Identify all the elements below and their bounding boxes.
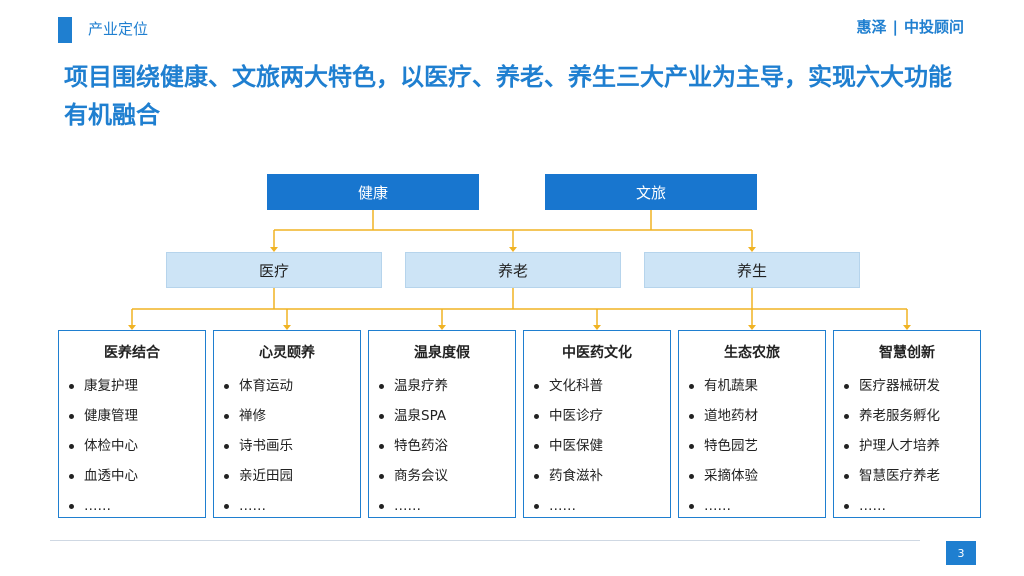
footer-divider xyxy=(50,540,920,541)
list-item: 禅修 xyxy=(224,401,360,431)
arrow-card-6 xyxy=(903,325,911,330)
page-number: 3 xyxy=(946,541,976,565)
mid-node-elderly-care: 养老 xyxy=(405,252,621,288)
card-list: 文化科普 中医诊疗 中医保健 药食滋补 …… xyxy=(524,371,670,521)
list-item: …… xyxy=(689,491,825,521)
card-list: 温泉疗养 温泉SPA 特色药浴 商务会议 …… xyxy=(369,371,515,521)
function-card-eco-agritourism: 生态农旅 有机蔬果 道地药材 特色园艺 采摘体验 …… xyxy=(678,330,826,518)
list-item: 诗书画乐 xyxy=(224,431,360,461)
list-item: 道地药材 xyxy=(689,401,825,431)
section-label: 产业定位 xyxy=(88,20,149,38)
list-item: …… xyxy=(534,491,670,521)
mid-node-wellness: 养生 xyxy=(644,252,860,288)
list-item: 中医保健 xyxy=(534,431,670,461)
card-title: 智慧创新 xyxy=(879,345,935,361)
list-item: 药食滋补 xyxy=(534,461,670,491)
list-item: 养老服务孵化 xyxy=(844,401,980,431)
list-item: …… xyxy=(844,491,980,521)
list-item: 有机蔬果 xyxy=(689,371,825,401)
card-list: 有机蔬果 道地药材 特色园艺 采摘体验 …… xyxy=(679,371,825,521)
card-title: 生态农旅 xyxy=(724,345,780,361)
list-item: 体检中心 xyxy=(69,431,205,461)
top-node-health: 健康 xyxy=(267,174,479,210)
top-node-culture-tourism: 文旅 xyxy=(545,174,757,210)
list-item: 温泉疗养 xyxy=(379,371,515,401)
list-item: 特色园艺 xyxy=(689,431,825,461)
card-list: 康复护理 健康管理 体检中心 血透中心 …… xyxy=(59,371,205,521)
list-item: 商务会议 xyxy=(379,461,515,491)
mid-node-medical: 医疗 xyxy=(166,252,382,288)
page-title: 项目围绕健康、文旅两大特色，以医疗、养老、养生三大产业为主导，实现六大功能有机融… xyxy=(64,63,952,129)
brand-left: 惠泽 xyxy=(856,18,887,36)
list-item: 智慧医疗养老 xyxy=(844,461,980,491)
list-item: …… xyxy=(224,491,360,521)
arrow-card-5 xyxy=(748,325,756,330)
function-card-medical-care: 医养结合 康复护理 健康管理 体检中心 血透中心 …… xyxy=(58,330,206,518)
section-marker xyxy=(58,17,72,43)
list-item: …… xyxy=(379,491,515,521)
list-item: 血透中心 xyxy=(69,461,205,491)
card-list: 医疗器械研发 养老服务孵化 护理人才培养 智慧医疗养老 …… xyxy=(834,371,980,521)
card-title: 温泉度假 xyxy=(414,345,470,361)
list-item: 亲近田园 xyxy=(224,461,360,491)
list-item: …… xyxy=(69,491,205,521)
arrow-mid-2 xyxy=(509,247,517,252)
function-card-tcm-culture: 中医药文化 文化科普 中医诊疗 中医保健 药食滋补 …… xyxy=(523,330,671,518)
list-item: 健康管理 xyxy=(69,401,205,431)
list-item: 护理人才培养 xyxy=(844,431,980,461)
brand-logo: 惠泽 | 中投顾问 xyxy=(856,16,964,38)
arrow-card-1 xyxy=(128,325,136,330)
list-item: 采摘体验 xyxy=(689,461,825,491)
card-title: 中医药文化 xyxy=(562,345,632,361)
arrow-mid-3 xyxy=(748,247,756,252)
card-list: 体育运动 禅修 诗书画乐 亲近田园 …… xyxy=(214,371,360,521)
function-card-spiritual: 心灵颐养 体育运动 禅修 诗书画乐 亲近田园 …… xyxy=(213,330,361,518)
list-item: 温泉SPA xyxy=(379,401,515,431)
arrow-mid-1 xyxy=(270,247,278,252)
list-item: 文化科普 xyxy=(534,371,670,401)
arrow-card-3 xyxy=(438,325,446,330)
function-card-smart-innovation: 智慧创新 医疗器械研发 养老服务孵化 护理人才培养 智慧医疗养老 …… xyxy=(833,330,981,518)
card-title: 心灵颐养 xyxy=(259,345,315,361)
function-card-hot-spring: 温泉度假 温泉疗养 温泉SPA 特色药浴 商务会议 …… xyxy=(368,330,516,518)
list-item: 中医诊疗 xyxy=(534,401,670,431)
brand-right: 中投顾问 xyxy=(903,18,964,36)
list-item: 康复护理 xyxy=(69,371,205,401)
arrow-card-4 xyxy=(593,325,601,330)
brand-separator: | xyxy=(892,18,898,36)
list-item: 医疗器械研发 xyxy=(844,371,980,401)
card-title: 医养结合 xyxy=(104,345,160,361)
list-item: 体育运动 xyxy=(224,371,360,401)
arrow-card-2 xyxy=(283,325,291,330)
list-item: 特色药浴 xyxy=(379,431,515,461)
